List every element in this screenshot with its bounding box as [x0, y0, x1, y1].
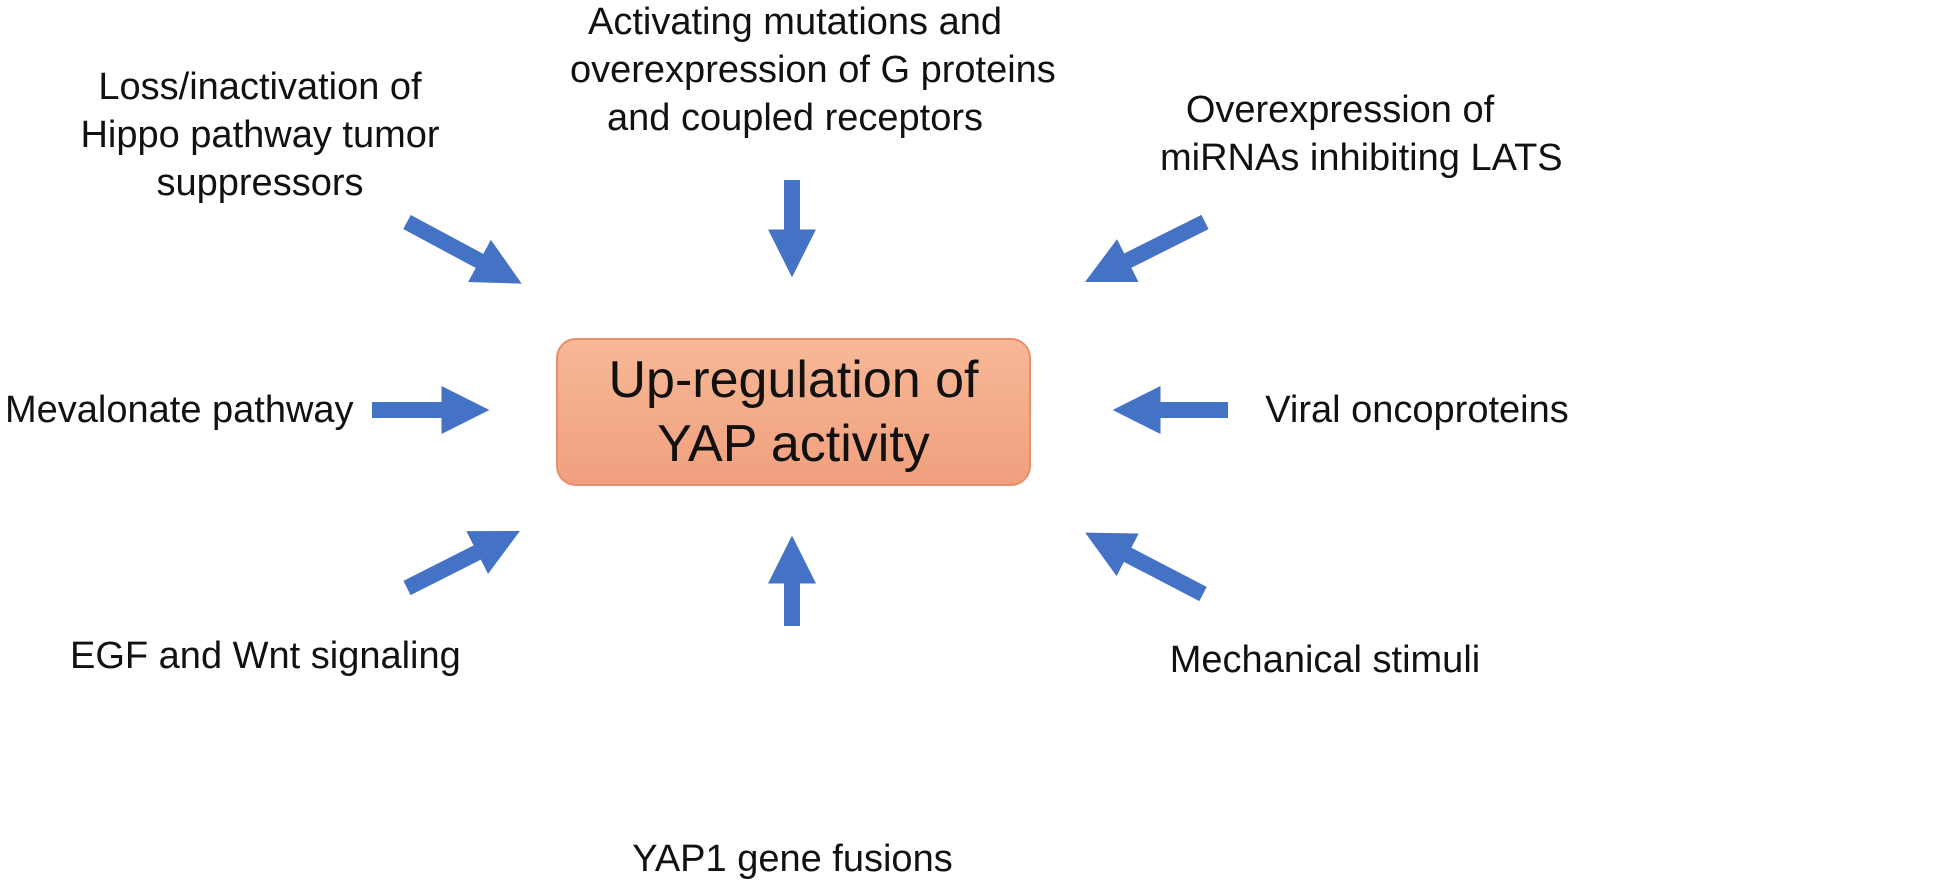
label-yap1-line-1: YAP1 gene fusions: [632, 838, 953, 880]
arrow-egf: [403, 530, 520, 596]
arrow-hippo: [403, 214, 522, 284]
center-label-line-1: Up-regulation of: [608, 351, 979, 409]
label-mirna-line-2: miRNAs inhibiting LATS: [1160, 137, 1563, 179]
label-g-proteins: Activating mutations and overexpression …: [570, 0, 1056, 142]
label-hippo-line-1: Loss/inactivation of: [98, 66, 422, 108]
label-mirna-line-1: Overexpression of: [1185, 89, 1495, 131]
label-egf-wnt-signaling: EGF and Wnt signaling: [70, 632, 461, 680]
label-hippo-line-2: Hippo pathway tumor: [80, 114, 440, 156]
label-mechanical-line-1: Mechanical stimuli: [1169, 639, 1481, 681]
arrow-mechanical: [1085, 532, 1207, 602]
arrow-mirna: [1084, 214, 1209, 283]
label-mevalonate-pathway: Mevalonate pathway: [5, 386, 354, 434]
label-gproteins-line-3: and coupled receptors: [606, 97, 984, 139]
label-hippo-tumor-suppressors: Loss/inactivation of Hippo pathway tumor…: [70, 63, 450, 207]
label-mevalonate-line-1: Mevalonate pathway: [5, 389, 354, 431]
center-box-yap-upregulation: Up-regulation of YAP activity: [556, 338, 1031, 486]
label-viral-oncoproteins: Viral oncoproteins: [1262, 386, 1572, 434]
label-gproteins-line-1: Activating mutations and: [587, 1, 1002, 43]
label-gproteins-line-2: overexpression of G proteins: [570, 49, 1056, 91]
label-viral-line-1: Viral oncoproteins: [1265, 389, 1569, 431]
label-egf-line-1: EGF and Wnt signaling: [70, 635, 461, 677]
label-mechanical-stimuli: Mechanical stimuli: [1165, 636, 1485, 684]
center-label-line-2: YAP activity: [657, 415, 930, 473]
label-mirna-lats: Overexpression of miRNAs inhibiting LATS: [1160, 86, 1563, 182]
label-yap1-gene-fusions: YAP1 gene fusions: [620, 835, 965, 883]
label-hippo-line-3: suppressors: [156, 162, 364, 204]
